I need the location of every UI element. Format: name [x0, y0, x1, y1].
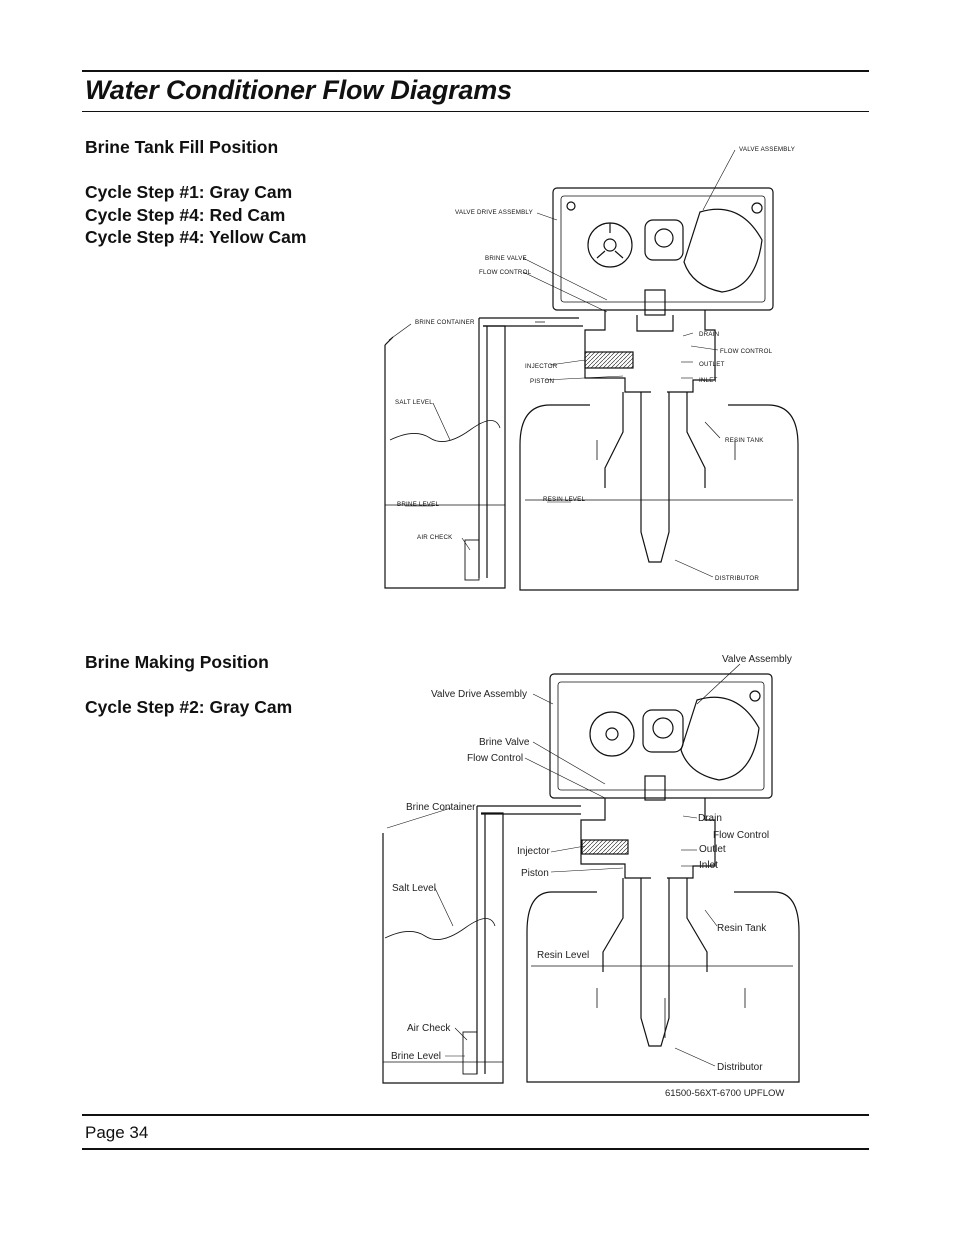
page-title: Water Conditioner Flow Diagrams [85, 75, 512, 105]
label-brine-level: BRINE LEVEL [397, 501, 439, 508]
cycle-step: Cycle Step #2: Gray Cam [85, 697, 293, 717]
label-valve-assembly: VALVE ASSEMBLY [739, 146, 795, 153]
label-salt-level: SALT LEVEL [395, 399, 433, 406]
label-flow-control-right: Flow Control [713, 830, 769, 841]
label-brine-valve: Brine Valve [479, 737, 530, 748]
label-brine-valve: BRINE VALVE [485, 255, 527, 262]
label-piston: Piston [521, 868, 549, 879]
label-drain: Drain [698, 813, 722, 824]
page-number: Page 34 [85, 1123, 149, 1142]
gear-icon [589, 711, 635, 757]
header-bottom-rule [82, 111, 869, 112]
header-top-rule [82, 70, 869, 72]
section-brine-making: Brine Making Position Cycle Step #2: Gra… [85, 651, 292, 719]
section-heading: Brine Tank Fill Position [85, 137, 279, 157]
label-flow-control: FLOW CONTROL [479, 269, 532, 276]
label-outlet: Outlet [699, 844, 726, 855]
section-brine-tank-fill: Brine Tank Fill Position Cycle Step #1: … [85, 136, 306, 249]
label-brine-level: Brine Level [391, 1051, 441, 1062]
label-distributor: Distributor [717, 1062, 763, 1073]
cam-icon [680, 696, 760, 781]
label-resin-tank: Resin Tank [717, 923, 767, 934]
injector-screen [581, 839, 629, 855]
air-check-valve [462, 1031, 478, 1075]
label-resin-level: Resin Level [537, 950, 589, 961]
label-flow-control: Flow Control [467, 753, 523, 764]
label-distributor: DISTRIBUTOR [715, 575, 759, 582]
valve-drive-housing [552, 187, 774, 311]
label-air-check: AIR CHECK [417, 534, 453, 541]
cam-icon [683, 208, 763, 293]
air-check-valve [464, 539, 480, 581]
footer-top-rule [82, 1114, 869, 1116]
label-valve-drive-assembly: Valve Drive Assembly [431, 689, 527, 700]
cycle-step: Cycle Step #1: Gray Cam [85, 182, 293, 202]
label-inlet: Inlet [699, 860, 718, 871]
brine-tank-fill-diagram: VALVE ASSEMBLY VALVE DRIVE ASSEMBLY BRIN… [384, 146, 799, 591]
label-piston: PISTON [530, 378, 554, 385]
label-valve-drive-assembly: VALVE DRIVE ASSEMBLY [455, 209, 533, 216]
label-flow-control-right: FLOW CONTROL [720, 348, 773, 355]
label-drain: DRAIN [699, 331, 719, 338]
label-salt-level: Salt Level [392, 883, 436, 894]
label-brine-container: BRINE CONTAINER [415, 319, 475, 326]
label-resin-level: RESIN LEVEL [543, 496, 585, 503]
label-part-number: 61500-56XT-6700 UPFLOW [665, 1088, 784, 1099]
label-outlet: OUTLET [699, 361, 725, 368]
valve-drive-housing [549, 673, 773, 799]
cycle-step: Cycle Step #4: Red Cam [85, 204, 286, 225]
label-injector: Injector [517, 846, 550, 857]
footer-bottom-rule [82, 1148, 869, 1150]
injector-screen [584, 351, 634, 369]
label-inlet: INLET [699, 377, 718, 384]
section-heading: Brine Making Position [85, 652, 269, 672]
label-brine-container: Brine Container [406, 802, 476, 813]
label-injector: INJECTOR [525, 363, 558, 370]
label-resin-tank: RESIN TANK [725, 437, 764, 444]
label-valve-assembly: Valve Assembly [722, 654, 792, 665]
resin-tank [519, 404, 799, 591]
brine-making-diagram: Valve Assembly Valve Drive Assembly Brin… [382, 654, 800, 1099]
cycle-step: Cycle Step #4: Yellow Cam [85, 227, 307, 247]
brine-container [382, 812, 504, 1084]
resin-tank [526, 891, 800, 1083]
label-air-check: Air Check [407, 1023, 451, 1034]
